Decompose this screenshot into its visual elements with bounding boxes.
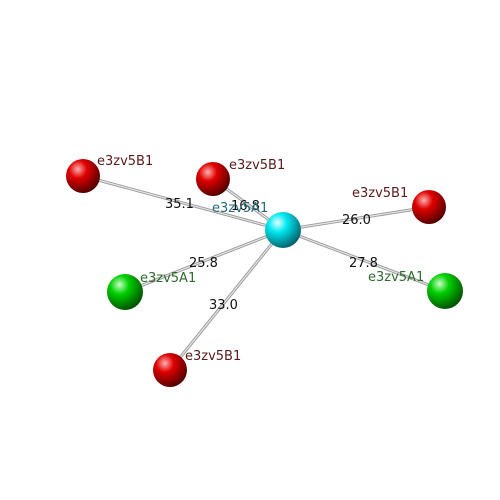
node-sphere-5	[153, 353, 187, 387]
edge-highlight-4	[282, 229, 446, 292]
node-sphere-0	[66, 159, 100, 193]
labels-layer: e3zv5B1 35.1 e3zv5B1 16.8 e3zv5B1 26.0 e3zv5A1…	[97, 154, 424, 364]
node-label-0: e3zv5B1	[97, 154, 153, 169]
center-node-sphere	[265, 212, 301, 248]
node-sphere-2	[412, 190, 446, 224]
node-sphere-1	[196, 162, 230, 196]
center-node-label: e3zv5A1	[212, 201, 268, 216]
node-label-5: e3zv5B1	[185, 349, 241, 364]
edge-highlight-2	[282, 206, 430, 231]
edge-label-3: 25.8	[189, 256, 218, 271]
edge-label-0: 35.1	[165, 197, 194, 212]
edge-label-1: 16.8	[231, 199, 260, 214]
node-sphere-3	[107, 274, 143, 310]
node-sphere-4	[427, 273, 463, 309]
edge-highlight-0	[82, 175, 284, 231]
node-label-2: e3zv5B1	[352, 186, 408, 201]
edge-highlight-5	[169, 229, 284, 371]
node-label-3: e3zv5A1	[140, 271, 196, 286]
node-label-4: e3zv5A1	[368, 270, 424, 285]
node-label-1: e3zv5B1	[229, 158, 285, 173]
edge-highlight-3	[124, 229, 284, 293]
edge-label-5: 33.0	[209, 298, 238, 313]
edge-label-4: 27.8	[349, 256, 378, 271]
nodes-layer	[66, 159, 463, 387]
edge-label-2: 26.0	[342, 213, 371, 228]
